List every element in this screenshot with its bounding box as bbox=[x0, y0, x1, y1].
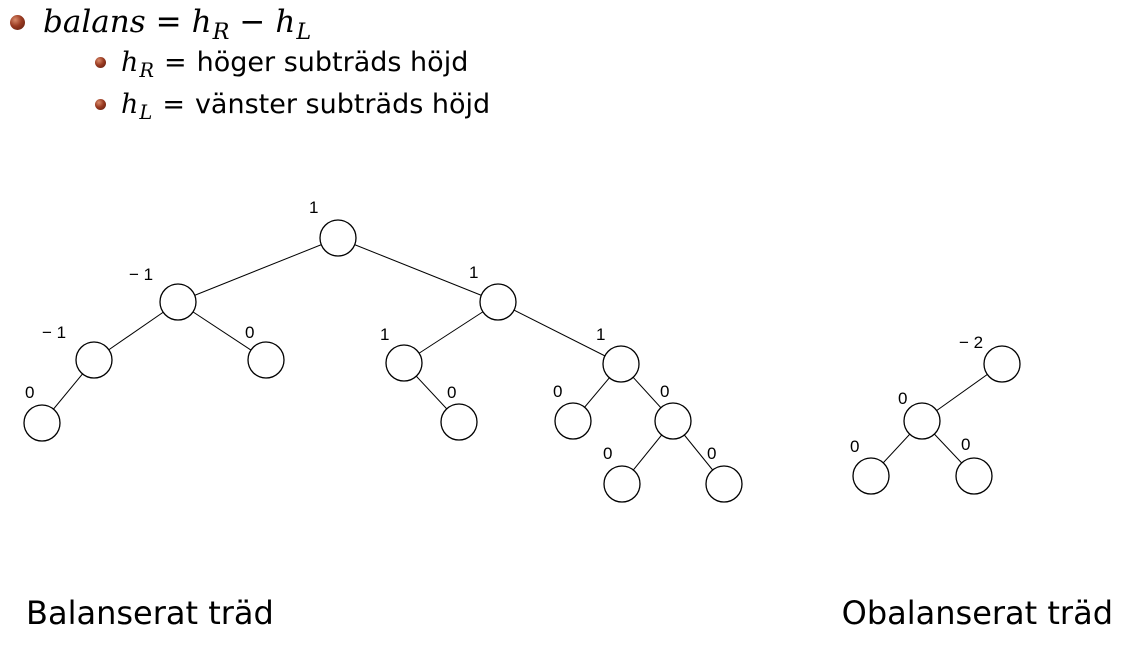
tree-node-rrl bbox=[554, 402, 592, 440]
hr-symbol: hR bbox=[121, 46, 155, 82]
node-label-rl: 1 bbox=[380, 325, 389, 344]
node-label-u-root: − 2 bbox=[959, 333, 983, 352]
tree-node-lll bbox=[23, 404, 61, 442]
bullet-ball-icon bbox=[10, 14, 25, 30]
node-label-rrl: 0 bbox=[553, 382, 562, 401]
hr-equals: = bbox=[164, 46, 187, 78]
node-label-u-ll: 0 bbox=[850, 437, 859, 456]
balanced-tree-nodes bbox=[23, 219, 743, 503]
node-label-rrrr: 0 bbox=[707, 444, 716, 463]
node-label-u-lr: 0 bbox=[961, 435, 970, 454]
formula-minus: − bbox=[239, 4, 266, 40]
formula-hl: hL bbox=[275, 4, 312, 46]
tree-node-root bbox=[319, 219, 357, 257]
node-label-r: 1 bbox=[469, 263, 478, 282]
node-label-rr: 1 bbox=[596, 325, 605, 344]
tree-node-u-l bbox=[903, 402, 941, 440]
hr-text: höger subträds höjd bbox=[196, 46, 469, 78]
tree-node-rrrl bbox=[603, 465, 641, 503]
bullet-hl-definition: hL = vänster subträds höjd bbox=[95, 84, 490, 124]
tree-node-rlr bbox=[440, 403, 478, 441]
balanced-tree-labels: 1 − 1 − 1 0 0 1 1 0 1 0 0 0 0 bbox=[25, 198, 716, 463]
edge-root-l bbox=[177, 237, 339, 303]
unbalanced-tree-nodes bbox=[852, 345, 1021, 495]
node-label-ll: − 1 bbox=[42, 323, 66, 342]
node-label-u-l: 0 bbox=[898, 389, 907, 408]
caption-unbalanced-tree: Obalanserat träd bbox=[841, 594, 1113, 632]
node-label-lr: 0 bbox=[245, 323, 254, 342]
tree-node-rrrr bbox=[705, 465, 743, 503]
hl-text: vänster subträds höjd bbox=[194, 88, 491, 120]
tree-node-u-ll bbox=[852, 457, 890, 495]
edge-root-r bbox=[337, 237, 499, 303]
node-label-rrr: 0 bbox=[660, 382, 669, 401]
edge-r-rr bbox=[497, 301, 622, 365]
formula-lhs: balans bbox=[43, 4, 146, 40]
tree-node-rl bbox=[385, 344, 423, 382]
hl-equals: = bbox=[162, 88, 185, 120]
tree-node-u-root bbox=[983, 345, 1021, 383]
node-label-rlr: 0 bbox=[447, 383, 456, 402]
tree-node-r bbox=[479, 283, 517, 321]
tree-node-l bbox=[159, 283, 197, 321]
tree-node-lr bbox=[247, 341, 285, 379]
node-label-lll: 0 bbox=[25, 383, 34, 402]
tree-node-ll bbox=[75, 341, 113, 379]
formula-hr: hR bbox=[191, 4, 230, 46]
formula-equals: = bbox=[155, 4, 182, 40]
node-label-root: 1 bbox=[309, 198, 318, 217]
edge-r-rl bbox=[403, 301, 499, 364]
unbalanced-tree-labels: − 2 0 0 0 bbox=[850, 333, 983, 456]
node-label-l: − 1 bbox=[129, 265, 153, 284]
tree-node-rrr bbox=[654, 402, 692, 440]
bullet-hr-definition: hR = höger subträds höjd bbox=[95, 42, 468, 82]
bullet-balance-formula: balans = hR − hL bbox=[10, 0, 312, 46]
hl-symbol: hL bbox=[121, 88, 153, 124]
bullet-ball-icon bbox=[95, 98, 106, 110]
caption-balanced-tree: Balanserat träd bbox=[26, 594, 274, 632]
tree-node-rr bbox=[602, 345, 640, 383]
bullet-ball-icon bbox=[95, 56, 106, 68]
node-label-rrrl: 0 bbox=[603, 444, 612, 463]
tree-node-u-lr bbox=[955, 457, 993, 495]
